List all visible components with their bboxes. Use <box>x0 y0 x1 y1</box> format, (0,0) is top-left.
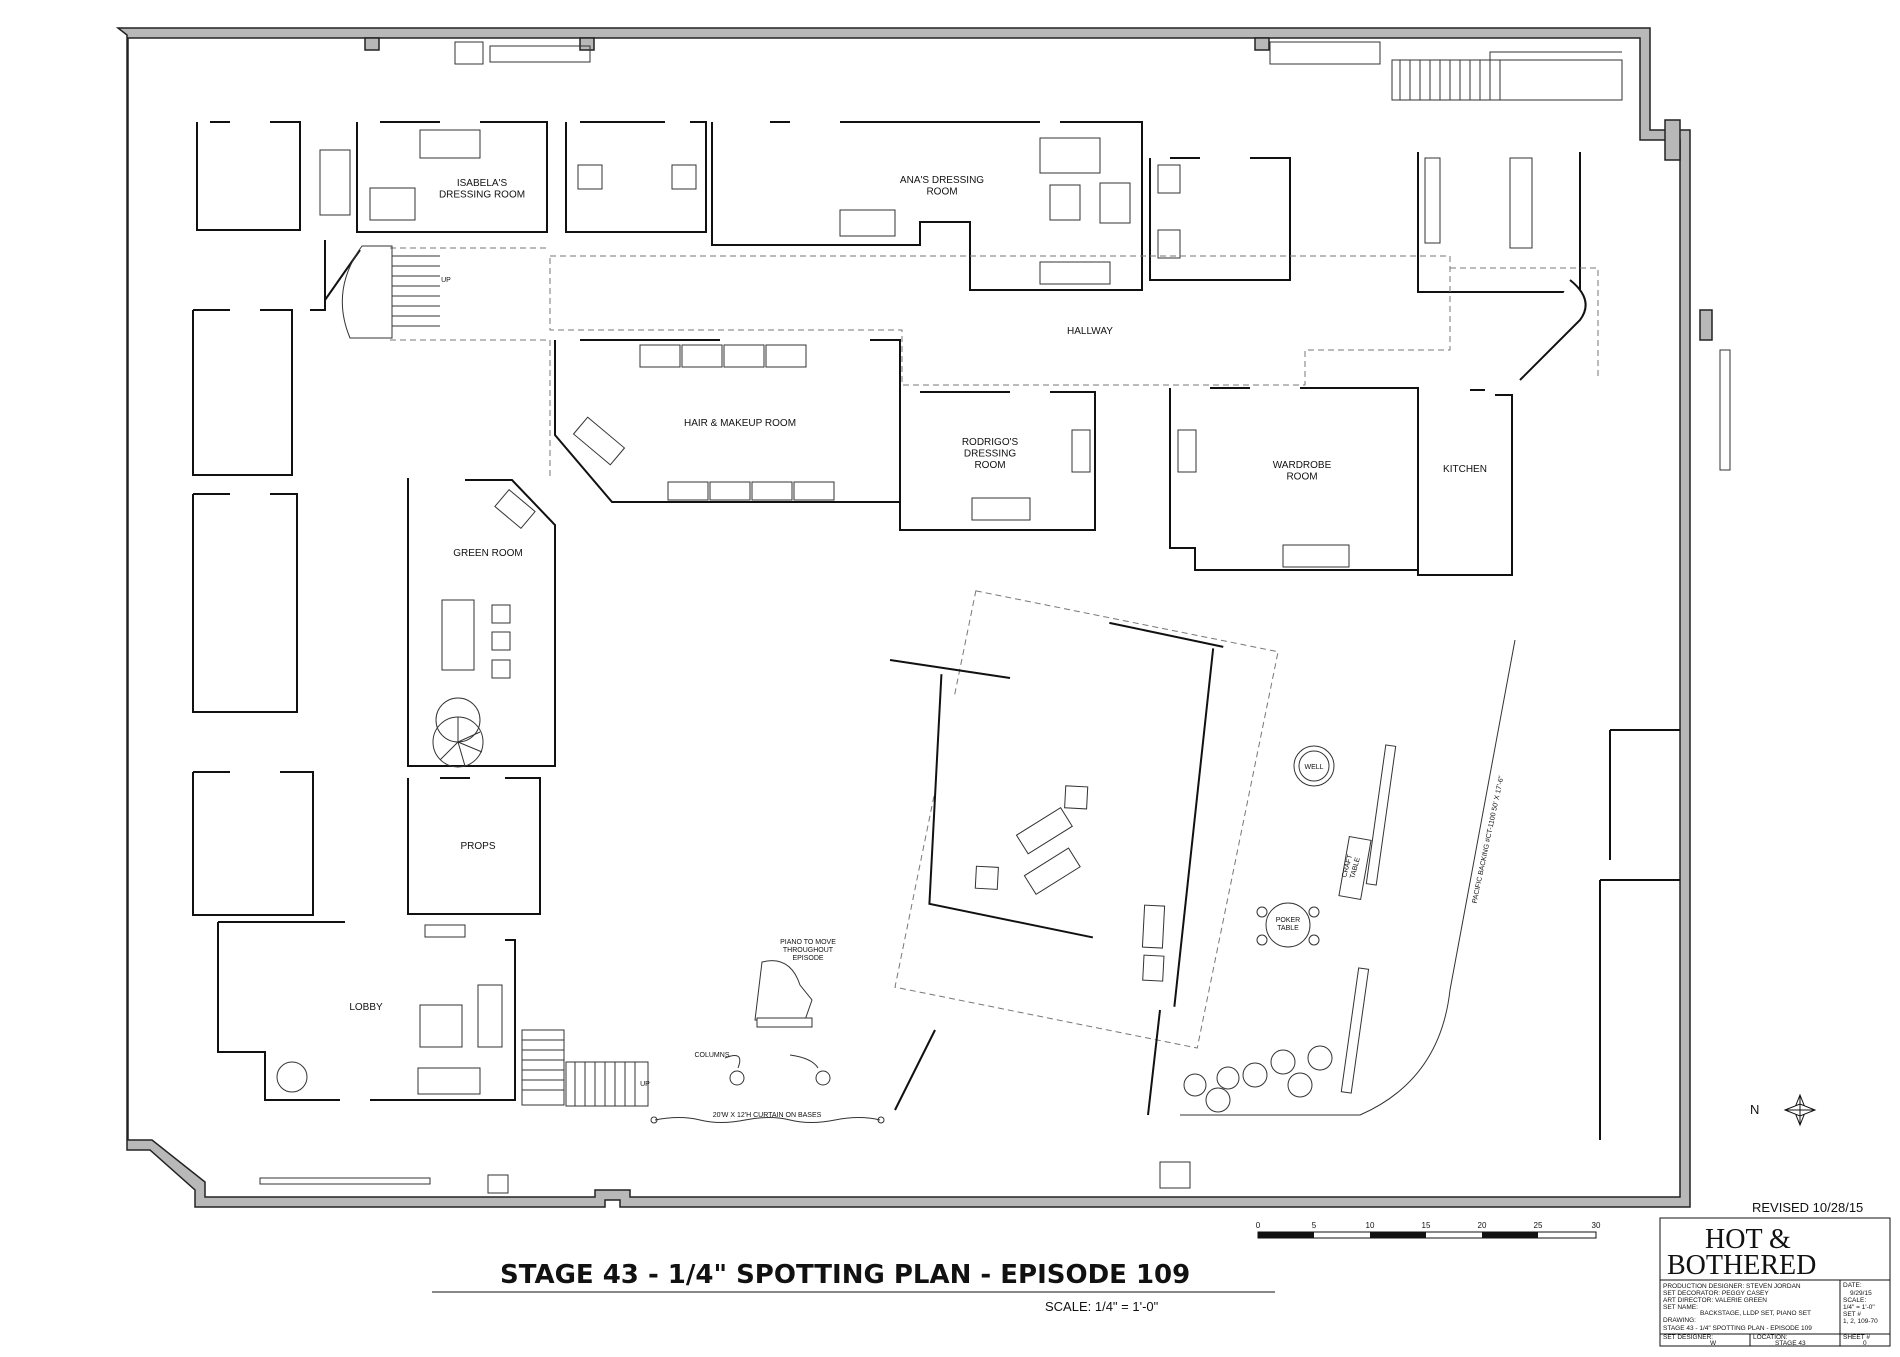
scale-tick: 20 <box>1478 1221 1487 1230</box>
well <box>1293 745 1335 787</box>
craft-table-area <box>1338 744 1397 1094</box>
tb-sheet-label: SHEET # <box>1843 1334 1870 1341</box>
scale-tick: 30 <box>1592 1221 1601 1230</box>
scale-tick: 10 <box>1366 1221 1375 1230</box>
label-up-bottom: UP <box>640 1081 650 1088</box>
scale-note: SCALE: 1/4" = 1'-0" <box>1045 1299 1159 1314</box>
tb-set-no-label: SET # <box>1843 1311 1861 1318</box>
spiral-stair <box>432 716 484 768</box>
hallway-outline <box>390 247 1599 480</box>
tb-date: 9/29/15 <box>1850 1290 1872 1297</box>
tb-set-name-label: SET NAME: <box>1663 1304 1698 1311</box>
scale-tick: 5 <box>1312 1221 1317 1230</box>
lldp-walls-outer <box>889 659 1161 1116</box>
tb-set-designer-label: SET DESIGNER: <box>1663 1334 1713 1341</box>
scale-tick: 0 <box>1256 1221 1261 1230</box>
drawing-title: STAGE 43 - 1/4" SPOTTING PLAN - EPISODE … <box>432 1260 1275 1314</box>
scale-bar: 0 5 10 15 20 25 30 <box>1256 1221 1601 1239</box>
tb-location: STAGE 43 <box>1775 1340 1806 1347</box>
label-backing: PACIFIC BACKING #CT-1100 50' X 17'-6" <box>1472 775 1506 904</box>
stairs-top-left <box>341 245 440 339</box>
tb-set-decorator: SET DECORATOR: PEGGY CASEY <box>1663 1290 1769 1297</box>
label-props: PROPS <box>460 841 495 852</box>
curtain <box>650 1116 885 1124</box>
props-room <box>407 777 541 915</box>
left-rooms <box>192 240 361 916</box>
label-lobby: LOBBY <box>349 1002 383 1013</box>
top-openings <box>259 41 1731 1194</box>
lldp-set <box>894 590 1279 1049</box>
tb-drawing-label: DRAWING: <box>1663 1317 1696 1324</box>
tb-date-label: DATE: <box>1843 1282 1862 1289</box>
label-hair-makeup: HAIR & MAKEUP ROOM <box>684 418 796 429</box>
piano <box>754 960 813 1028</box>
top-rooms <box>196 121 1581 293</box>
stairs-top-right <box>1391 51 1623 101</box>
label-well: WELL <box>1304 764 1323 771</box>
tb-scale-label: SCALE: <box>1843 1297 1866 1304</box>
green-room <box>407 478 556 767</box>
backing-curve <box>1180 639 1516 1116</box>
tb-set-name: BACKSTAGE, LLDP SET, PIANO SET <box>1700 1310 1811 1317</box>
label-up-top: UP <box>441 277 451 284</box>
tb-scale: 1/4" = 1'-0" <box>1843 1304 1875 1311</box>
poker-table <box>1256 902 1320 948</box>
tb-art-director: ART DIRECTOR: VALERIE GREEN <box>1663 1297 1767 1304</box>
tb-set-designer: W <box>1710 1340 1717 1347</box>
brand-line1: HOT & <box>1705 1224 1791 1255</box>
tree-cluster <box>1183 1045 1333 1113</box>
columns <box>724 1054 831 1086</box>
label-kitchen: KITCHEN <box>1443 464 1487 475</box>
stage-exterior-wall <box>115 27 1713 1208</box>
north-label: N <box>1750 1102 1759 1117</box>
label-green-room: GREEN ROOM <box>453 548 522 559</box>
label-hallway: HALLWAY <box>1067 326 1113 337</box>
scale-tick: 15 <box>1422 1221 1431 1230</box>
wardrobe-kitchen <box>1169 387 1513 576</box>
revised-label: REVISED 10/28/15 <box>1752 1200 1863 1215</box>
north-arrow-icon <box>1783 1093 1817 1127</box>
right-side-rooms <box>1519 279 1680 1140</box>
label-columns: COLUMNS <box>694 1052 729 1059</box>
tb-production-designer: PRODUCTION DESIGNER: STEVEN JORDAN <box>1663 1283 1801 1290</box>
brand-line2: BOTHERED <box>1667 1250 1816 1281</box>
lobby-room <box>217 921 516 1101</box>
rodrigo-dressing-room <box>899 391 1096 531</box>
tb-drawing: STAGE 43 - 1/4" SPOTTING PLAN - EPISODE … <box>1663 1325 1812 1332</box>
tb-sheet: 0 <box>1863 1340 1867 1347</box>
hair-makeup-room <box>554 339 901 503</box>
label-curtain: 20'W X 12'H CURTAIN ON BASES <box>713 1112 822 1119</box>
page-title: STAGE 43 - 1/4" SPOTTING PLAN - EPISODE … <box>500 1260 1190 1290</box>
stairs-bottom <box>521 1029 649 1107</box>
title-block: HOT & BOTHERED PRODUCTION DESIGNER: STEV… <box>1659 1217 1891 1347</box>
scale-tick: 25 <box>1534 1221 1543 1230</box>
tb-set-no: 1, 2, 109-70 <box>1843 1318 1878 1325</box>
tb-location-label: LOCATION: <box>1753 1334 1788 1341</box>
